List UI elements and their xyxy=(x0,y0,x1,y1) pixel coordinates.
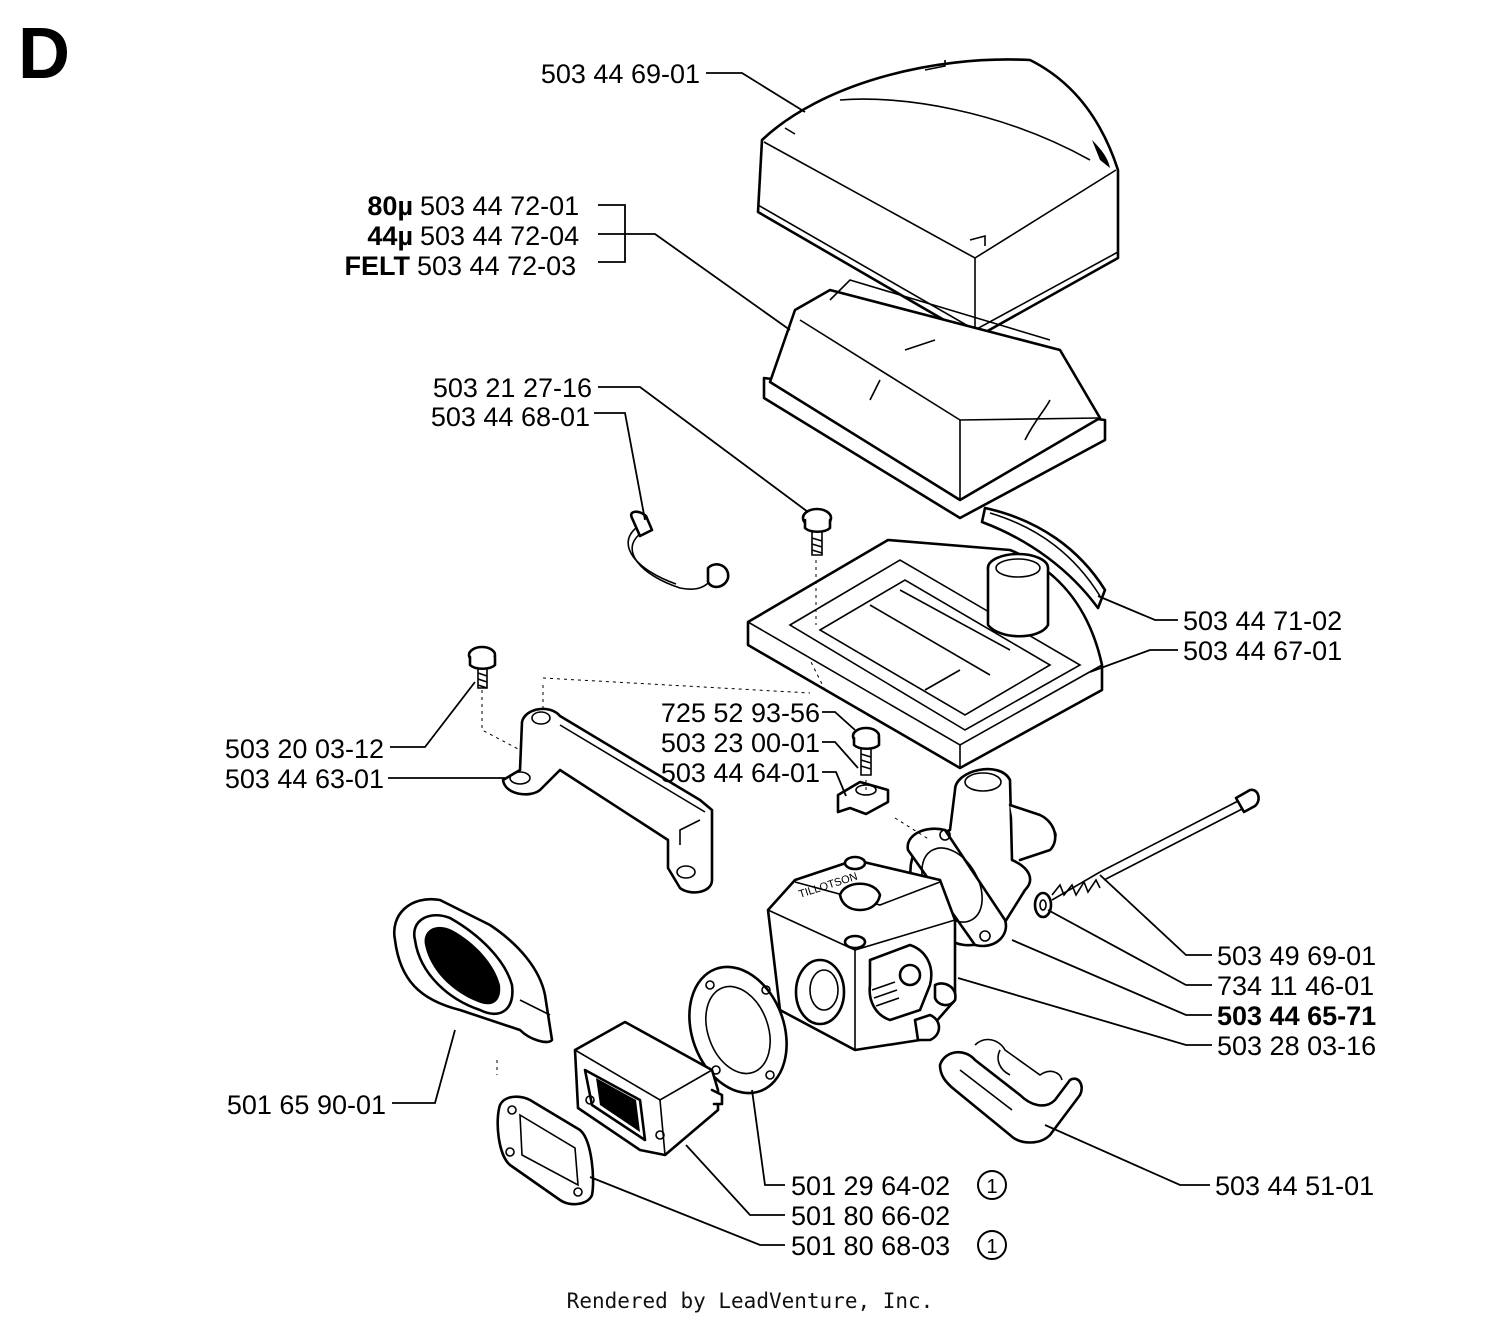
bolt[interactable] xyxy=(1099,788,1260,881)
label-rubber-boot[interactable]: 501 65 90-01 xyxy=(227,1090,386,1120)
air-filter-element[interactable] xyxy=(762,279,1107,520)
note-marker-text-b: 1 xyxy=(986,1236,997,1258)
bracket[interactable] xyxy=(501,707,714,894)
screw-a[interactable] xyxy=(801,507,833,556)
label-filter-80-prefix: 80µ xyxy=(367,191,413,221)
note-markers: 1 1 xyxy=(977,1170,1007,1260)
note-marker-gasket-b xyxy=(977,1230,1007,1260)
screw-b[interactable] xyxy=(467,645,497,689)
label-gasket-a[interactable]: 501 29 64-02 xyxy=(791,1171,950,1201)
label-intake[interactable]: 501 80 66-02 xyxy=(791,1201,950,1231)
gasket-b[interactable] xyxy=(496,1095,595,1206)
rubber-boot[interactable] xyxy=(392,897,554,1044)
section-letter: D xyxy=(18,14,70,94)
washer[interactable] xyxy=(1033,891,1053,919)
clamp[interactable] xyxy=(836,780,890,816)
label-screw-b[interactable]: 503 20 03-12 xyxy=(225,734,384,764)
screw-c[interactable] xyxy=(851,726,881,776)
gasket-a[interactable] xyxy=(673,953,804,1107)
label-filter-44-prefix: 44µ xyxy=(367,221,413,251)
label-wire[interactable]: 503 44 68-01 xyxy=(431,402,590,432)
fuel-hose[interactable] xyxy=(938,1038,1083,1144)
spring[interactable] xyxy=(1051,871,1101,901)
air-filter-cover[interactable] xyxy=(756,58,1120,340)
note-marker-gasket-a xyxy=(977,1170,1007,1200)
label-clamp[interactable]: 503 44 64-01 xyxy=(661,758,820,788)
label-filter-felt-prefix: FELT xyxy=(345,251,411,281)
label-washer-c[interactable]: 503 23 00-01 xyxy=(661,728,820,758)
carburetor[interactable]: TILLOTSON xyxy=(766,855,957,1052)
seal-strip[interactable] xyxy=(980,506,1107,610)
footer-credit: Rendered by LeadVenture, Inc. xyxy=(567,1289,934,1313)
label-screw-a[interactable]: 503 21 27-16 xyxy=(433,373,592,403)
label-filter-holder[interactable]: 503 44 67-01 xyxy=(1183,636,1342,666)
label-seal-strip[interactable]: 503 44 71-02 xyxy=(1183,606,1342,636)
label-screw-c[interactable]: 725 52 93-56 xyxy=(661,698,820,728)
label-bolt[interactable]: 503 49 69-01 xyxy=(1217,941,1376,971)
wire-clip[interactable] xyxy=(627,510,730,590)
label-fuel-hose[interactable]: 503 44 51-01 xyxy=(1215,1171,1374,1201)
label-cover[interactable]: 503 44 69-01 xyxy=(541,59,700,89)
label-gasket-b[interactable]: 501 80 68-03 xyxy=(791,1231,950,1261)
alignment-lines xyxy=(481,560,931,1075)
label-carb-elbow[interactable]: 503 44 65-71 xyxy=(1217,1001,1376,1031)
label-carburetor[interactable]: 503 28 03-16 xyxy=(1217,1031,1376,1061)
note-marker-text-a: 1 xyxy=(986,1176,997,1198)
label-filter-felt[interactable]: 503 44 72-03 xyxy=(417,251,576,281)
filter-holder[interactable] xyxy=(746,538,1104,770)
intake-manifold[interactable] xyxy=(573,1020,724,1157)
part-labels: 503 44 69-01 80µ 503 44 72-01 44µ 503 44… xyxy=(225,59,1376,1261)
leader-lines xyxy=(388,72,1212,1246)
label-filter-80[interactable]: 503 44 72-01 xyxy=(420,191,579,221)
label-filter-44[interactable]: 503 44 72-04 xyxy=(420,221,579,251)
label-bracket[interactable]: 503 44 63-01 xyxy=(225,764,384,794)
label-spring[interactable]: 734 11 46-01 xyxy=(1217,971,1374,1001)
